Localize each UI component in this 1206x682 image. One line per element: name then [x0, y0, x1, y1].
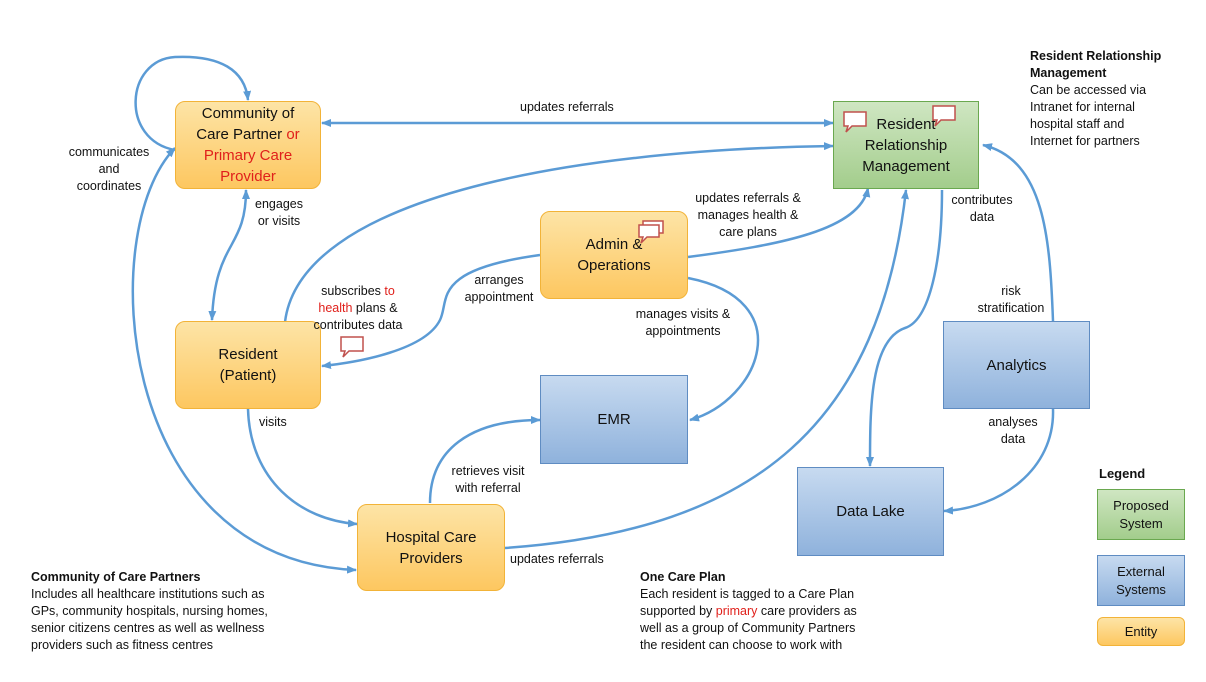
node-admin-line2: Operations	[577, 257, 651, 274]
note-rrm: Resident Relationship Management Can be …	[1030, 49, 1162, 148]
label-visits: visits	[259, 415, 287, 429]
label-risk: risk stratification	[977, 284, 1045, 315]
node-rrm-line2: Relationship	[864, 136, 948, 154]
edge-self-loop	[134, 55, 252, 152]
node-rrm-line3: Management	[862, 157, 950, 175]
edge-analytics-datalake	[943, 408, 1055, 515]
legend-title: Legend	[1099, 466, 1146, 481]
node-hospital-line2: Providers	[399, 549, 463, 567]
comment-bubble-icon	[340, 336, 364, 358]
comment-bubble-icon	[932, 105, 956, 127]
node-analytics-label: Analytics	[986, 356, 1047, 374]
node-community-or: or	[286, 126, 300, 143]
node-analytics[interactable]: Analytics	[943, 321, 1090, 409]
edge-admin-resident	[321, 253, 541, 370]
node-rrm-line1: Resident	[876, 115, 936, 133]
label-updates-referrals-top: updates referrals	[520, 100, 614, 114]
node-data-lake-label: Data Lake	[836, 503, 905, 520]
edge-community-hospital	[131, 147, 357, 574]
node-hospital-line1: Hospital Care	[385, 528, 477, 546]
label-communicates: communicates and coordinates	[68, 145, 150, 193]
label-manages-visits: manages visits & appointments	[635, 307, 731, 338]
label-contributes-data: contributes data	[951, 193, 1013, 224]
edge-hospital-rrm	[504, 189, 909, 550]
node-data-lake[interactable]: Data Lake	[797, 467, 944, 556]
comment-bubble-icon	[843, 111, 867, 133]
label-subscribes: subscribes to health plans & contributes…	[313, 284, 403, 332]
node-resident-line2: (Patient)	[219, 367, 277, 384]
edge-hospital-emr	[428, 416, 541, 504]
edge-resident-hospital	[246, 408, 358, 528]
label-retrieves: retrieves visit with referral	[451, 464, 525, 495]
node-admin-line1: Admin &	[585, 236, 643, 253]
node-emr[interactable]: EMR	[540, 375, 688, 464]
node-community-partner[interactable]: Community of Care Partner or Primary Car…	[175, 101, 321, 189]
edge-resident-rrm	[283, 142, 834, 323]
edge-analytics-rrm	[982, 143, 1055, 322]
node-hospital[interactable]: Hospital Care Providers	[357, 504, 505, 591]
edge-admin-rrm	[687, 187, 871, 259]
legend-external: External Systems	[1097, 555, 1185, 606]
label-updates-referrals-bottom: updates referrals	[510, 552, 604, 566]
label-updates-manages: updates referrals & manages health & car…	[695, 191, 801, 239]
label-engages: engages or visits	[255, 197, 303, 228]
node-community-line2: Care Partner	[196, 126, 287, 143]
label-arranges: arranges appointment	[464, 273, 534, 304]
legend-entity: Entity	[1097, 617, 1185, 646]
node-emr-label: EMR	[597, 411, 631, 428]
label-analyses: analyses data	[988, 415, 1038, 446]
node-admin[interactable]: Admin & Operations	[540, 211, 688, 299]
note-care-plan: One Care Plan Each resident is tagged to…	[640, 570, 857, 652]
edge-admin-emr	[687, 276, 760, 422]
comment-stack-icon	[638, 220, 664, 244]
node-community-line4: Provider	[220, 168, 276, 185]
node-community-line1: Community of	[201, 105, 295, 122]
node-community-line3: Primary Care	[203, 147, 293, 164]
node-resident-line1: Resident	[218, 346, 278, 363]
edge-rrm-datalake	[866, 189, 944, 467]
note-community: Community of Care Partners Includes all …	[31, 570, 268, 652]
legend-proposed: Proposed System	[1097, 489, 1185, 540]
node-resident[interactable]: Resident (Patient)	[175, 321, 321, 409]
edge-community-resident	[208, 189, 250, 321]
